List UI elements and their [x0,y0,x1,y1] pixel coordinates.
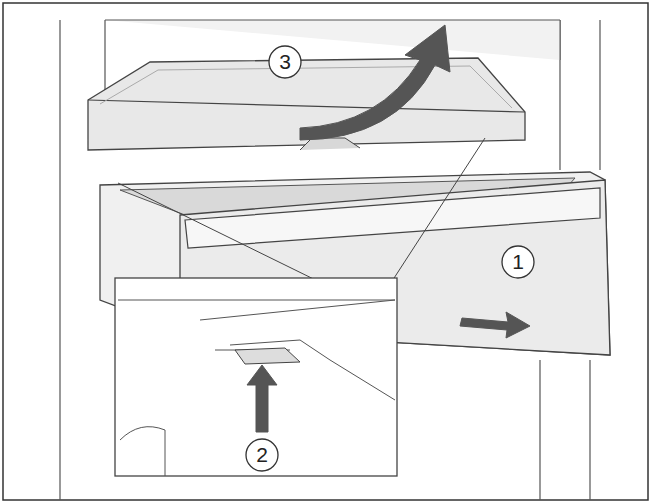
callout-number: 1 [503,247,533,277]
callout-number: 3 [270,47,300,77]
callout-number: 2 [247,440,277,470]
